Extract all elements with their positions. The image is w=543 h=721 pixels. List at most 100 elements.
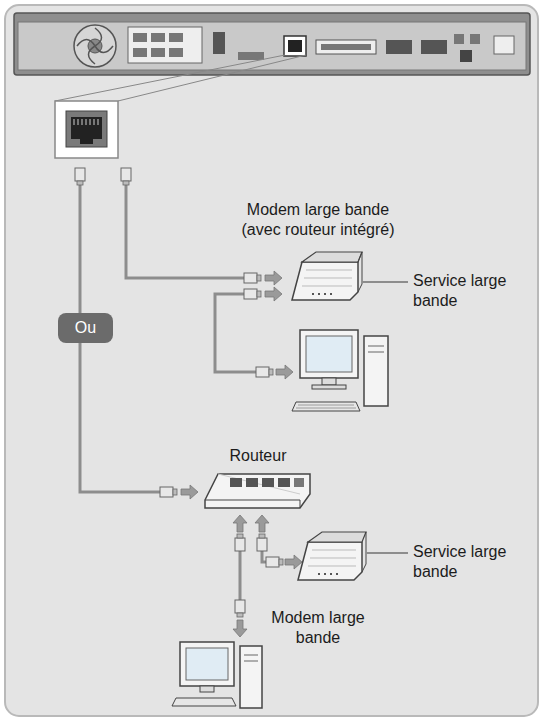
modem [308, 550, 356, 566]
device-back-panel [133, 48, 147, 57]
computer-bottom [172, 698, 236, 706]
router [278, 478, 290, 487]
computer-top [312, 385, 346, 389]
device-label: Modem large bande (avec routeur intégré) [227, 200, 409, 240]
cable-plugs [265, 271, 282, 285]
network-cables [262, 551, 266, 562]
device-label: Service large bande [413, 542, 525, 582]
computer-top [306, 336, 352, 372]
modem [362, 564, 366, 572]
leader-lines [55, 55, 285, 101]
device-back-panel [454, 34, 464, 44]
modem-with-router [362, 281, 408, 283]
device-back-panel [460, 50, 472, 62]
background-panel [5, 5, 538, 716]
device-back-panel [18, 22, 526, 70]
cable-plugs [255, 515, 269, 532]
modem-with-router [302, 252, 362, 262]
modem-with-router [358, 284, 362, 292]
modem [308, 532, 366, 542]
cable-plugs [121, 168, 131, 185]
device-back-panel [14, 13, 530, 75]
computer-top [300, 330, 358, 378]
device-back-panel [151, 48, 165, 57]
cable-plugs [285, 555, 302, 569]
cable-plugs [181, 485, 198, 499]
device-back-panel [288, 40, 302, 52]
lan-port-zoom [55, 101, 118, 158]
computer-top [296, 405, 356, 408]
modem-with-router [362, 252, 363, 284]
modem-with-router [312, 293, 332, 295]
cable-plugs [257, 534, 267, 551]
device-back-panel [169, 48, 183, 57]
device-back-panel [169, 33, 183, 42]
computer-top [292, 402, 360, 411]
lan-port-zoom [74, 119, 98, 125]
modem [366, 552, 408, 554]
router [218, 474, 300, 494]
modem [366, 532, 367, 564]
modem [318, 573, 338, 575]
device-back-panel [213, 32, 225, 54]
lan-port-zoom [71, 117, 102, 139]
cable-plugs [256, 367, 273, 377]
device-back-panel [470, 34, 480, 44]
device-label: Modem large bande [257, 608, 379, 648]
lan-port-zoom [80, 139, 93, 144]
device-back-panel [14, 13, 530, 75]
network-cables [239, 551, 242, 600]
router [262, 478, 274, 487]
modem-with-router [302, 270, 352, 286]
device-back-panel [74, 25, 116, 67]
device-back-panel [133, 33, 147, 42]
computer-bottom [240, 646, 262, 708]
cable-plugs [75, 168, 85, 185]
device-label: Service large bande [413, 271, 525, 311]
cable-plugs [235, 534, 245, 551]
cable-plugs [276, 365, 293, 379]
computer-bottom [200, 686, 214, 692]
router [300, 500, 301, 508]
computer-top [292, 330, 388, 411]
cable-plugs [160, 487, 177, 497]
router [205, 474, 310, 508]
computer-bottom [186, 648, 228, 680]
device-back-panel [284, 36, 306, 56]
device-back-panel [421, 40, 447, 54]
device-back-panel [316, 40, 376, 54]
computer-top [368, 346, 384, 352]
cable-plugs [244, 289, 261, 299]
leader-lines [55, 55, 306, 101]
modem [298, 542, 362, 580]
router [294, 478, 304, 487]
device-back-panel [494, 36, 514, 54]
network-cables [215, 294, 256, 372]
cable-plugs [233, 515, 247, 532]
computer-top [364, 336, 388, 406]
computer-top [322, 378, 336, 385]
cable-plugs [244, 273, 261, 283]
device-back-panel [128, 27, 202, 63]
router [230, 478, 242, 487]
network-cables [126, 183, 244, 278]
device-back-panel [321, 44, 371, 50]
router [246, 478, 258, 487]
computer-bottom [172, 642, 262, 708]
network-cables [80, 183, 266, 600]
option-pill: Ou [58, 313, 113, 343]
computer-bottom [244, 655, 258, 661]
modem-with-router [292, 262, 358, 300]
device-back-panel [77, 28, 113, 64]
cable-plugs [235, 600, 245, 617]
router [205, 474, 310, 508]
device-back-panel [386, 40, 412, 54]
leader-lines [118, 55, 306, 101]
device-back-panel [238, 52, 264, 60]
computer-bottom [180, 642, 234, 686]
cable-plugs [266, 557, 283, 567]
lan-port-zoom [66, 111, 107, 147]
cable-plugs [265, 287, 282, 301]
router [205, 500, 300, 501]
background-panel [5, 5, 538, 716]
